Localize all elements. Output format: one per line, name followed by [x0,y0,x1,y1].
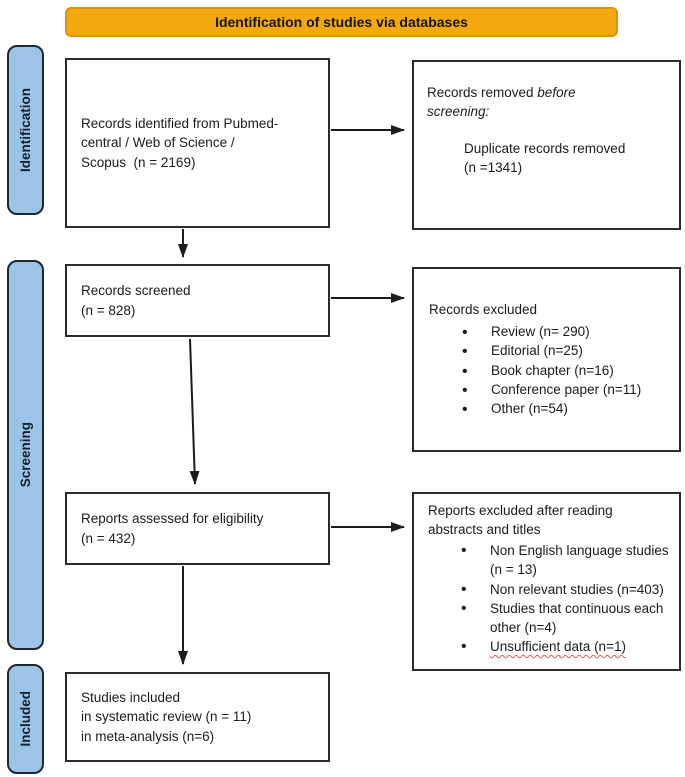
box-reports-excluded: Reports excluded after reading abstracts… [412,492,681,671]
list-line: Non English language studies (n = 13) [428,540,671,579]
list-line: Studies that continuous each other (n=4) [428,598,671,637]
list-line: Review (n= 290) [429,321,671,345]
list-line: Book chapter (n=16) [429,359,671,383]
reports-assessed-text: Reports assessed for eligibility (n = 432… [81,509,328,548]
arrow-screened-to-assessed [189,338,200,485]
list-line: in meta-analysis (n=6) [81,728,215,744]
list-line: (n = 432) [81,530,136,546]
records-identified-text: Records identified from Pubmed-central /… [81,114,278,172]
duplicates-removed-text: Duplicate records removed (n =1341) [464,139,669,178]
list-line: Unsufficient data (n=1) [428,636,671,659]
reports-excluded-heading: Reports excluded after reading abstracts… [428,503,613,538]
list-line: in systematic review (n = 11) [81,709,252,725]
records-removed-heading-italic: before screening: [427,85,576,120]
list-line: Reports assessed for eligibility [81,511,264,527]
list-line: Other (n=54) [429,398,671,422]
box-studies-included: Studies included in systematic review (n … [65,672,330,762]
studies-included-text: Studies included in systematic review (n … [81,688,328,746]
records-removed-heading: Records removed before screening: [427,83,617,122]
list-line: Editorial (n=25) [429,340,671,364]
list-line: central / Web of Science / [81,135,235,151]
list-line: (n =1341) [464,160,523,176]
list-line: Scopus (n = 2169) [81,154,196,170]
list-line: Non relevant studies (n=403) [428,579,671,602]
box-records-identified: Records identified from Pubmed-central /… [65,58,330,228]
stage-label-identification: Identification [7,45,44,215]
box-reports-assessed: Reports assessed for eligibility (n = 432… [65,492,330,565]
records-excluded-heading: Records excluded [429,302,538,318]
stage-label-text: Screening [18,422,33,488]
list-line: Records identified from Pubmed- [81,115,279,131]
box-records-excluded: Records excluded Review (n= 290)Editoria… [412,267,681,452]
stage-label-screening: Screening [7,260,44,650]
list-line: Studies included [81,689,181,705]
reports-excluded-bullets: Non English language studies (n = 13)Non… [428,540,671,659]
list-line: (n = 828) [81,302,136,318]
banner-identification-via-databases: Identification of studies via databases [65,7,618,37]
stage-label-text: Included [18,691,33,747]
stage-label-included: Included [7,664,44,774]
stage-label-text: Identification [18,88,33,172]
banner-title: Identification of studies via databases [215,14,468,30]
list-line: Records screened [81,283,191,299]
list-line: Duplicate records removed [464,140,626,156]
box-records-removed-before-screening: Records removed before screening: Duplic… [412,60,681,230]
records-removed-heading-normal: Records removed [427,85,538,100]
records-screened-text: Records screened (n = 828) [81,281,328,320]
list-line: Conference paper (n=11) [429,379,671,403]
box-records-screened: Records screened (n = 828) [65,264,330,337]
records-excluded-bullets: Review (n= 290)Editorial (n=25)Book chap… [429,321,671,422]
